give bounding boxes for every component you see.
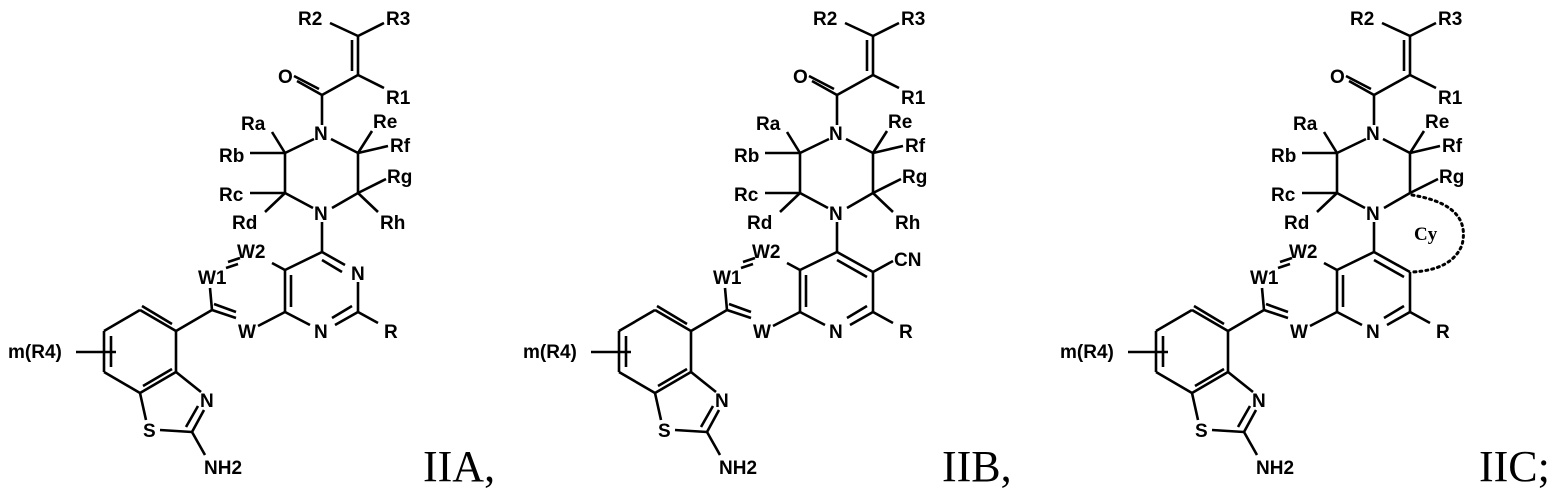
label-rf: Rf	[1442, 136, 1463, 157]
label-m-r4: m(R4)	[523, 342, 577, 363]
label-ring-n: N	[829, 322, 843, 343]
label-rb: Rb	[734, 146, 759, 167]
label-oxygen: O	[278, 67, 293, 88]
label-m-r4: m(R4)	[1060, 342, 1114, 363]
structure-IIA: R2 R3 O R1 N Ra Rb Rc Rd Re Rf Rg Rh N W…	[8, 9, 495, 491]
label-w1: W1	[198, 268, 227, 289]
label-rg: Rg	[1439, 167, 1464, 188]
label-re: Re	[1425, 112, 1449, 133]
label-rc: Rc	[1271, 185, 1296, 206]
label-thiazole-n: N	[1252, 391, 1266, 412]
label-r3: R3	[901, 9, 925, 30]
label-r: R	[384, 322, 398, 343]
label-nh2: NH2	[1256, 458, 1294, 479]
label-re: Re	[888, 112, 912, 133]
label-w2: W2	[237, 242, 266, 263]
structure-IIC: R2 R3 O R1 N Ra Rb Rc Rd Re Rf Rg N Cy W…	[1060, 9, 1550, 491]
label-ra: Ra	[1293, 114, 1318, 135]
label-thiazole-n: N	[200, 391, 214, 412]
label-w2: W2	[752, 242, 781, 263]
formula-label-IIB: IIB,	[942, 442, 1012, 491]
label-r2: R2	[813, 9, 837, 30]
label-rh: Rh	[380, 213, 405, 234]
label-rg: Rg	[387, 167, 412, 188]
label-nh2: NH2	[719, 458, 757, 479]
label-rd: Rd	[747, 213, 772, 234]
label-cy: Cy	[1414, 224, 1438, 245]
label-r3: R3	[1438, 9, 1462, 30]
label-w1: W1	[713, 268, 742, 289]
label-rh: Rh	[895, 213, 920, 234]
label-n-bottom: N	[829, 204, 843, 225]
label-rd: Rd	[1284, 213, 1309, 234]
structure-IIB: R2 R3 O R1 N Ra Rb Rc Rd Re Rf Rg Rh N C…	[523, 9, 1012, 491]
formula-label-IIC: IIC;	[1479, 442, 1550, 491]
label-rb: Rb	[1271, 146, 1296, 167]
label-oxygen: O	[1330, 67, 1345, 88]
label-w1: W1	[1250, 268, 1279, 289]
label-r1: R1	[386, 88, 411, 109]
label-w: W	[1290, 322, 1308, 343]
label-sulfur: S	[143, 421, 156, 442]
label-n-bottom: N	[314, 204, 328, 225]
label-w: W	[238, 322, 256, 343]
label-r1: R1	[901, 88, 926, 109]
label-rg: Rg	[902, 167, 927, 188]
label-sulfur: S	[1195, 421, 1208, 442]
label-ra: Ra	[756, 114, 781, 135]
label-re: Re	[373, 112, 397, 133]
label-thiazole-n: N	[715, 391, 729, 412]
formula-label-IIA: IIA,	[423, 442, 495, 491]
label-ring-n1: N	[351, 264, 365, 285]
label-n-top: N	[1366, 124, 1380, 145]
label-n-top: N	[314, 124, 328, 145]
label-n-bottom: N	[1366, 204, 1380, 225]
label-rc: Rc	[734, 185, 759, 206]
label-nh2: NH2	[204, 458, 242, 479]
label-r2: R2	[298, 9, 322, 30]
label-n-top: N	[829, 124, 843, 145]
label-rf: Rf	[390, 136, 411, 157]
label-rb: Rb	[219, 146, 244, 167]
label-ring-n: N	[1366, 322, 1380, 343]
label-r3: R3	[386, 9, 410, 30]
label-oxygen: O	[793, 67, 808, 88]
label-w: W	[753, 322, 771, 343]
label-w2: W2	[1289, 242, 1318, 263]
label-r: R	[899, 322, 913, 343]
label-cn: CN	[894, 250, 921, 271]
label-r1: R1	[1438, 88, 1463, 109]
label-r2: R2	[1350, 9, 1374, 30]
label-rc: Rc	[219, 185, 244, 206]
label-m-r4: m(R4)	[8, 342, 62, 363]
label-sulfur: S	[658, 421, 671, 442]
label-ra: Ra	[241, 114, 266, 135]
label-r: R	[1436, 322, 1450, 343]
label-rf: Rf	[905, 136, 926, 157]
label-rd: Rd	[232, 213, 257, 234]
label-ring-n2: N	[314, 322, 328, 343]
